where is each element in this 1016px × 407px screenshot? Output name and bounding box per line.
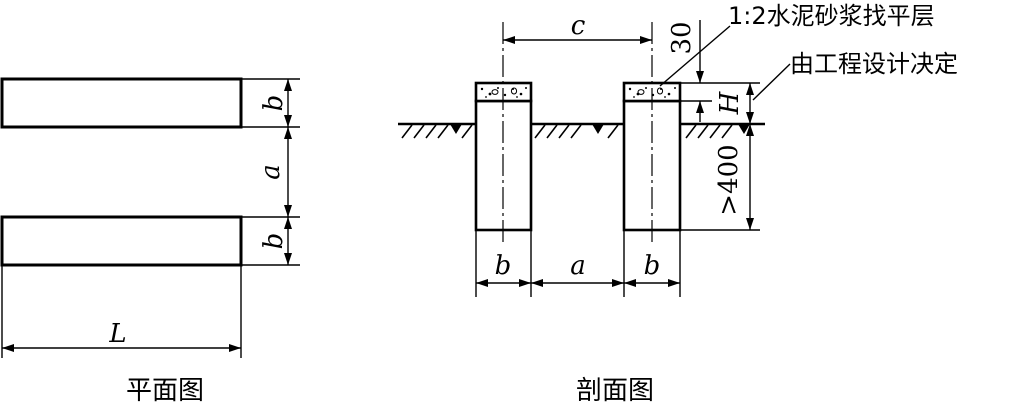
plan-dim-b-bottom-label: b — [259, 233, 289, 250]
dim-b-right-label: b — [644, 251, 661, 281]
dim-H-label: H — [715, 90, 745, 115]
note-design-label: 由工程设计决定 — [790, 50, 958, 78]
ground-hatch — [401, 124, 733, 139]
dim-c-label: c — [571, 11, 586, 41]
plan-dim-a-label: a — [256, 164, 286, 180]
section-view — [398, 20, 791, 297]
section-title: 剖面图 — [576, 376, 654, 406]
leader-mortar — [659, 25, 731, 87]
plan-strip-top — [0, 77, 243, 129]
leader-design — [752, 63, 791, 101]
dim-a-label: a — [570, 251, 586, 281]
dim-400-label: >400 — [714, 144, 744, 215]
plan-view — [0, 77, 300, 358]
ground-level-symbol-left — [450, 124, 462, 134]
plan-dim-L-label: L — [108, 319, 126, 349]
note-mortar-label: 1:2水泥砂浆找平层 — [728, 2, 935, 30]
plan-strip-bottom — [0, 215, 243, 267]
plan-dim-b-top-label: b — [259, 95, 289, 112]
ground-level-symbol-right — [738, 124, 750, 134]
plan-title: 平面图 — [126, 376, 204, 406]
dim-30-label: 30 — [667, 21, 697, 54]
ground-level-symbol-middle — [592, 124, 604, 134]
dim-b-left-label: b — [495, 251, 512, 281]
